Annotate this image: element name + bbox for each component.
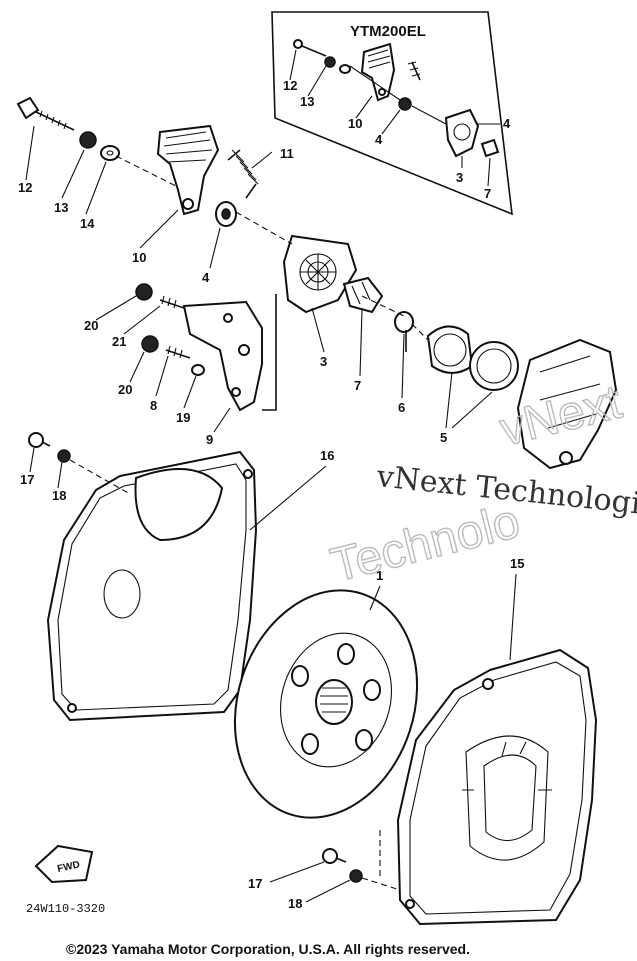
callout-12: 12 [18, 180, 32, 195]
inset-model-label: YTM200EL [350, 23, 426, 40]
callout-5: 5 [440, 430, 447, 445]
washer-18a-icon [57, 449, 71, 463]
washer-18b-icon [349, 869, 363, 883]
housing-3-icon [282, 234, 358, 314]
cap-5b-icon [469, 341, 519, 391]
callout-11: 11 [280, 146, 294, 161]
callout-13: 13 [54, 200, 68, 215]
callout-8: 8 [150, 398, 157, 413]
watermark-line2: Technolo [326, 495, 525, 593]
callout-19: 19 [176, 410, 190, 425]
inset-washer-icon [339, 64, 351, 74]
callout-18a: 18 [52, 488, 66, 503]
callout-18b: 18 [288, 896, 302, 911]
inset-washer-4-icon [398, 97, 412, 111]
disc-1-icon [233, 589, 419, 819]
inset-nut-icon [324, 56, 336, 68]
callout-15: 15 [510, 556, 524, 571]
inset-panel: YTM200EL 12 13 10 4 4 3 7 [271, 11, 513, 216]
callout-7-inset: 7 [484, 186, 491, 201]
callout-3: 3 [320, 354, 327, 369]
nut-20b-icon [141, 335, 159, 353]
caliper-body-icon [516, 338, 618, 470]
callout-4-inset-b: 4 [503, 116, 511, 131]
copyright-text: ©2023 Yamaha Motor Corporation, U.S.A. A… [66, 941, 470, 957]
stud-8-icon [165, 345, 191, 359]
washer-14-icon [100, 145, 120, 161]
callout-17b: 17 [248, 876, 262, 891]
callout-21: 21 [112, 334, 126, 349]
inset-bolt-icon [293, 39, 327, 57]
inset-spring-icon [411, 61, 421, 81]
callout-1: 1 [376, 568, 383, 583]
backplate-15-icon [396, 648, 598, 926]
nut-13-icon [79, 131, 97, 149]
callout-10-inset: 10 [348, 116, 362, 131]
washer-19-icon [191, 364, 205, 376]
callout-4-inset: 4 [375, 132, 383, 147]
inset-lever-icon [360, 42, 396, 102]
bracket-leader [262, 294, 277, 411]
callout-6: 6 [398, 400, 405, 415]
fwd-label: FWD [56, 859, 81, 874]
nut-20a-icon [135, 283, 153, 301]
callout-12-inset: 12 [283, 78, 297, 93]
fwd-arrow-icon: FWD [34, 844, 94, 884]
callout-14: 14 [80, 216, 95, 231]
callout-7: 7 [354, 378, 361, 393]
callout-9: 9 [206, 432, 213, 447]
stud-21-icon [159, 295, 185, 309]
callout-17a: 17 [20, 472, 34, 487]
bolt-17a-icon [28, 432, 51, 448]
bracket-9-icon [182, 300, 263, 412]
spring-11-icon [227, 149, 259, 199]
callout-10: 10 [132, 250, 146, 265]
callout-20a: 20 [84, 318, 98, 333]
callout-3-inset: 3 [456, 170, 463, 185]
callout-16: 16 [320, 448, 334, 463]
bolt-12-icon [16, 96, 75, 131]
callout-20b: 20 [118, 382, 132, 397]
inset-housing-icon [444, 108, 480, 158]
part-code: 24W110-3320 [26, 902, 105, 916]
lever-10-icon [156, 124, 220, 216]
plunger-7-icon [342, 276, 384, 314]
cover-16-icon [46, 450, 258, 722]
callout-4: 4 [202, 270, 210, 285]
callout-13-inset: 13 [300, 94, 314, 109]
pin-6-icon [394, 311, 414, 352]
inset-plunger-icon [480, 138, 500, 158]
bolt-17b-icon [322, 848, 347, 864]
cap-5a-icon [426, 325, 474, 374]
